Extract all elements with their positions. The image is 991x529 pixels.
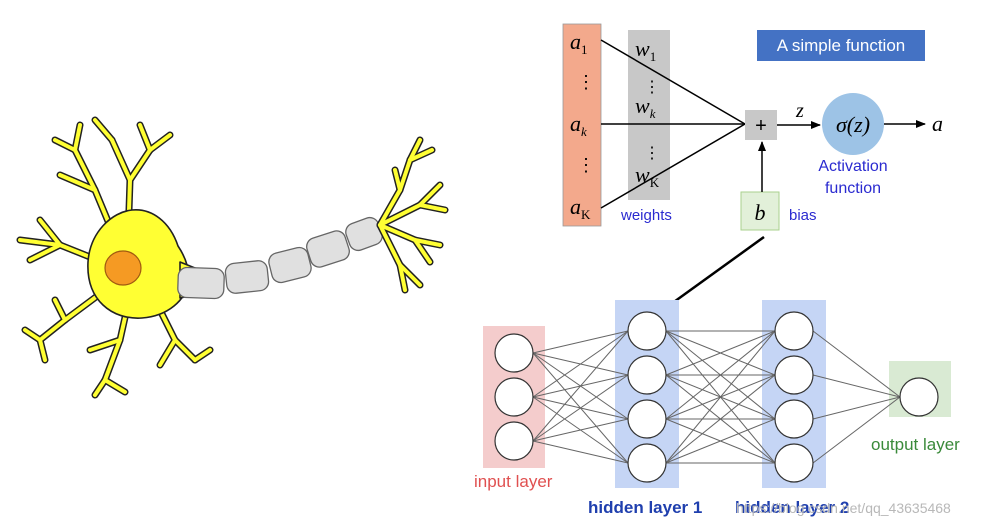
input-a1: a1 xyxy=(570,29,588,57)
activation-label-line1: Activation xyxy=(818,158,887,175)
watermark: https://blog.csdn.net/qq_43635468 xyxy=(736,500,951,516)
input-ellipsis-1: ⋮ xyxy=(577,72,595,92)
connection-l2-0-to-0 xyxy=(812,330,901,398)
weight-wK: wK xyxy=(635,162,660,190)
input-aK: aK xyxy=(570,194,591,222)
connection-l1-1-to-0 xyxy=(665,330,776,376)
activation-label-line2: function xyxy=(825,180,881,197)
weight-wk: wk xyxy=(635,93,656,121)
neuron-layer2-3 xyxy=(774,443,814,483)
output-symbol: a xyxy=(932,111,943,136)
input-weight-lines xyxy=(600,39,746,209)
myelin-sheath xyxy=(177,216,383,300)
weight-ellipsis-2: ⋮ xyxy=(644,145,660,162)
hidden-layer-1-label: hidden layer 1 xyxy=(588,498,702,517)
sum-node xyxy=(745,110,777,140)
title-box: A simple function xyxy=(757,30,925,61)
input-ak: ak xyxy=(570,111,587,139)
connection-l2-2-to-0 xyxy=(812,396,901,420)
connection-l2-3-to-0 xyxy=(812,396,901,464)
bias-symbol: b xyxy=(755,200,766,225)
connection-l0-2-to-1 xyxy=(532,374,629,442)
connection-l0-2-to-2 xyxy=(532,418,629,442)
weights-label: weights xyxy=(620,207,672,224)
output-layer-label: output layer xyxy=(871,435,960,454)
sum-symbol: + xyxy=(755,115,767,137)
neuron-layer1-3 xyxy=(627,443,667,483)
connection-l1-3-to-0 xyxy=(665,330,776,464)
weight-ellipsis-1: ⋮ xyxy=(644,79,660,96)
nucleus xyxy=(104,250,142,286)
connection-l0-0-to-0 xyxy=(532,330,629,354)
neuron-layer2-2 xyxy=(774,399,814,439)
biological-neuron xyxy=(16,116,449,399)
z-symbol: z xyxy=(795,100,804,122)
network-neurons xyxy=(494,311,939,483)
connection-l0-2-to-0 xyxy=(532,330,629,442)
link-arrow xyxy=(659,235,765,314)
neuron-layer0-0 xyxy=(494,333,534,373)
neuron-layer1-0 xyxy=(627,311,667,351)
connection-l1-3-to-1 xyxy=(665,374,776,464)
inputs-box xyxy=(562,23,602,227)
neural-network: input layer hidden layer 1 hidden layer … xyxy=(474,300,960,517)
activation-symbol: σ(z) xyxy=(836,112,870,137)
input-ellipsis-2: ⋮ xyxy=(577,155,595,175)
bias-box xyxy=(740,191,780,231)
neuron-layer0-1 xyxy=(494,377,534,417)
connection-l0-1-to-0 xyxy=(532,330,629,398)
network-connections xyxy=(532,330,901,464)
neuron-layer2-0 xyxy=(774,311,814,351)
bias-label: bias xyxy=(789,207,817,224)
neuron-layer1-2 xyxy=(627,399,667,439)
weight-w1: w1 xyxy=(635,36,656,64)
neuron-layer2-1 xyxy=(774,355,814,395)
perceptron: a1 ⋮ ak ⋮ aK w1 ⋮ wk ⋮ wK weights + b bi… xyxy=(562,23,943,231)
activation-node xyxy=(822,93,884,155)
neuron-layer0-2 xyxy=(494,421,534,461)
connection-l1-2-to-0 xyxy=(665,330,776,420)
hidden-layer-2-label: hidden layer 2 xyxy=(735,498,849,517)
connection-l1-3-to-2 xyxy=(665,418,776,464)
input-layer-label: input layer xyxy=(474,472,553,491)
neuron-layer3-0 xyxy=(899,377,939,417)
connection-l0-2-to-3 xyxy=(532,440,629,464)
neuron-layer1-1 xyxy=(627,355,667,395)
connection-l2-1-to-0 xyxy=(812,374,901,398)
